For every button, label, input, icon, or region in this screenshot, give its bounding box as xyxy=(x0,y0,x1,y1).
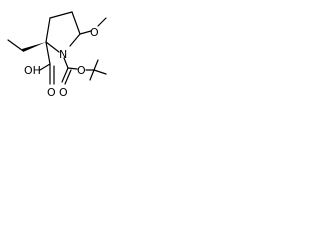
bond-c2-c3 xyxy=(45,17,51,43)
bond-ethyl-c1-c2 xyxy=(7,39,24,52)
atom-label-methoxy-o: O xyxy=(90,26,99,39)
atom-label-boc-carbonyl-o: O xyxy=(59,86,68,99)
wedge-bond-ethyl xyxy=(22,42,46,52)
bond-n-boc-c xyxy=(63,57,69,69)
atom-label-n: N xyxy=(59,48,67,61)
bond-boc-c-o-2 xyxy=(64,69,72,85)
atom-label-acid-o: O xyxy=(47,86,56,99)
bond-tbu-m3 xyxy=(89,69,95,81)
bond-tbu-m1 xyxy=(93,59,99,71)
bond-c4-c5 xyxy=(71,11,81,35)
bond-o-methyl xyxy=(97,17,107,27)
bond-n-c2 xyxy=(45,41,60,53)
bond-c5-o xyxy=(79,30,92,35)
atom-label-acid-oh: OH xyxy=(24,64,41,77)
bond-c5-n xyxy=(69,33,81,47)
atom-label-boc-ester-o: O xyxy=(77,64,86,77)
bond-c2-acid-c xyxy=(45,41,51,65)
bond-acid-c-oh xyxy=(39,63,51,71)
structure-svg: N O OH O O O xyxy=(7,11,107,99)
bond-tbu-m2 xyxy=(93,69,107,75)
molecule-drawing: N O OH O O O xyxy=(0,0,110,101)
bond-c3-c4 xyxy=(49,11,73,19)
bond-boc-c-oester xyxy=(67,67,78,70)
bond-boc-c-o-1 xyxy=(61,67,69,83)
